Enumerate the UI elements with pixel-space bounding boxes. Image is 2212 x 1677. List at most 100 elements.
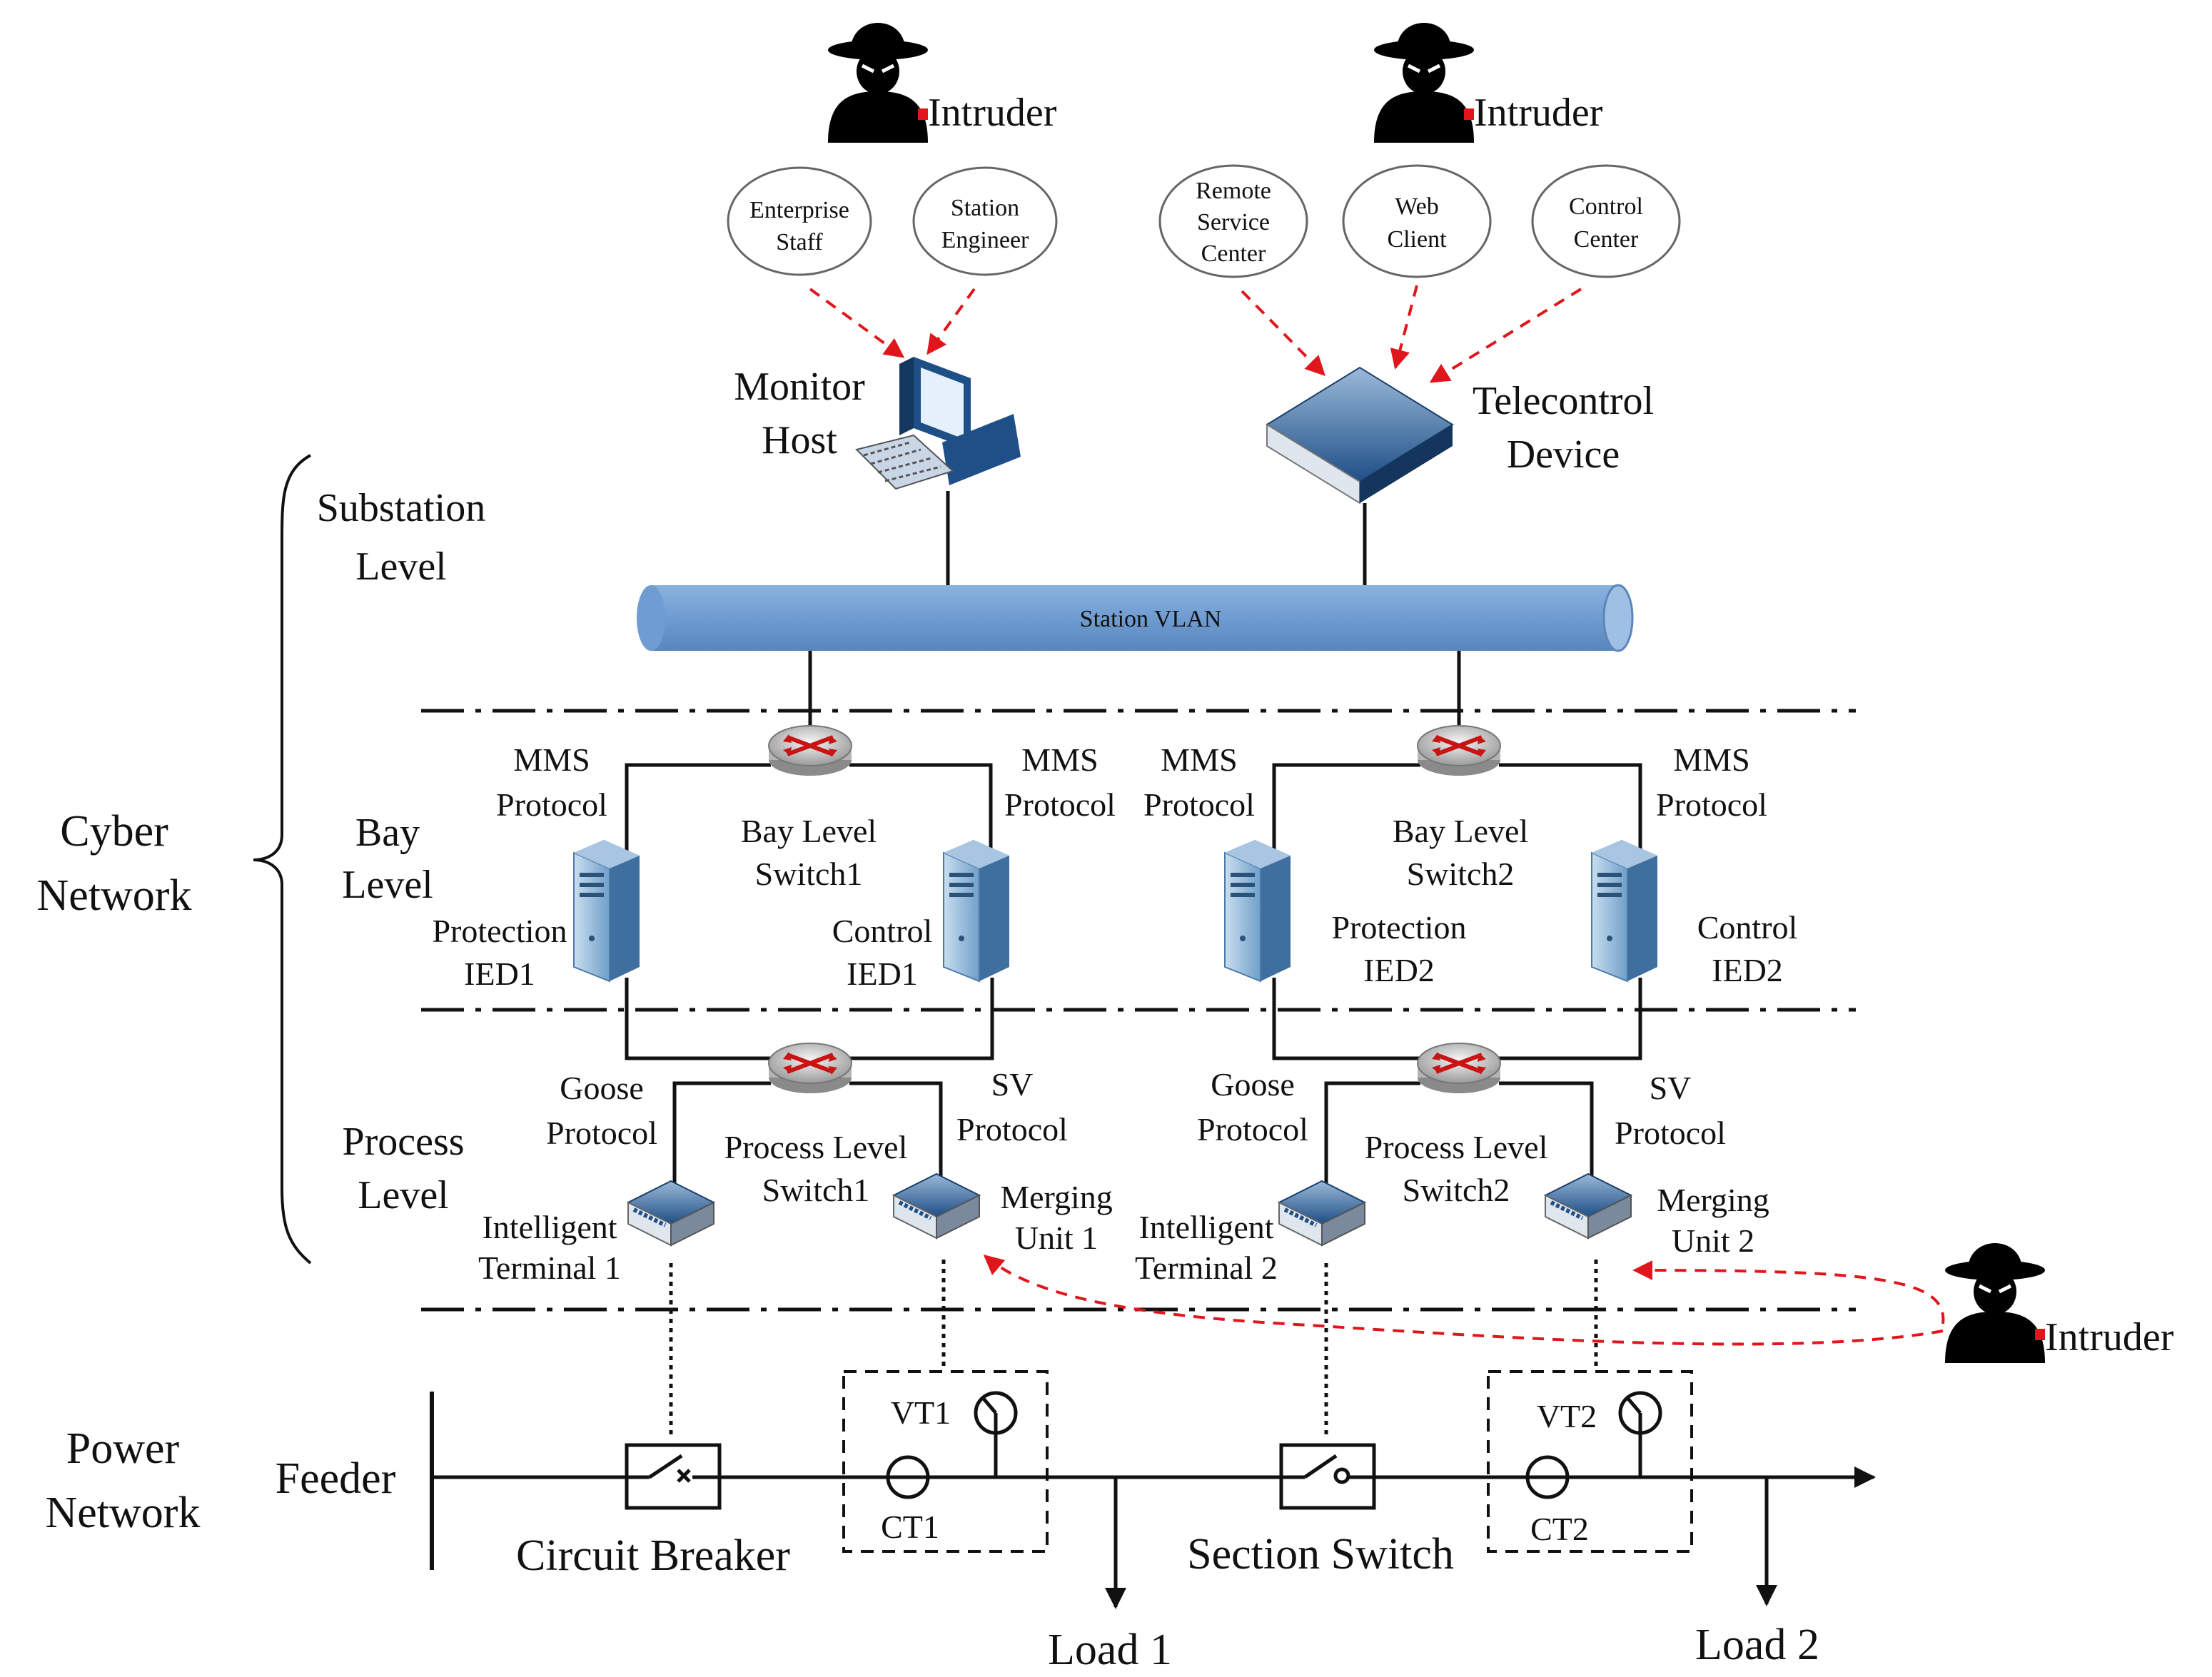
instrument-transformer-box-2 [1487,1370,1693,1553]
sv-label: Protocol [956,1111,1068,1147]
mms-label: MMS [1673,741,1749,778]
mms-label: MMS [1021,741,1098,778]
svg-text:Control: Control [1569,193,1643,220]
protection-ied2-label: IED2 [1363,952,1435,988]
intelligent-terminal2-icon [1279,1181,1365,1245]
svg-text:Enterprise: Enterprise [749,197,849,223]
svg-text:Client: Client [1387,226,1447,253]
merging-unit1-label: Merging [1000,1179,1113,1215]
intruder-label-top-right: Intruder [1474,91,1603,135]
control-ied2-label: Control [1697,909,1798,946]
mms-label: Protocol [1143,786,1255,823]
goose-label: Protocol [546,1115,657,1151]
intelligent-terminal1-label: Terminal 1 [478,1250,621,1286]
mms-label: MMS [513,741,590,778]
process-switch2-label: Switch2 [1403,1172,1510,1208]
control-ied1-label: Control [832,913,933,949]
intruder-icon [1945,1243,2045,1363]
section-switch-label: Section Switch [1187,1530,1454,1579]
bay-wiring [625,763,1642,1060]
mms-label: MMS [1161,741,1237,778]
monitor-host-label: Host [762,418,837,462]
telecontrol-device-icon [1266,366,1454,505]
intelligent-terminal1-icon [628,1181,714,1245]
source-enterprise-staff: Enterprise Staff [727,166,872,276]
protection-ied1-label: IED1 [464,956,535,992]
station-vlan-label: Station VLAN [1080,606,1222,632]
process-level-label: Process [342,1120,464,1164]
protection-ied2-label: Protection [1331,909,1466,946]
instrument-transformer-box-1 [842,1370,1049,1553]
bay-switch1-label: Bay Level [741,813,877,849]
svg-text:Staff: Staff [776,229,823,255]
intruder-icon [1374,23,1474,143]
section-switch-icon [1279,1443,1376,1510]
protection-ied1-label: Protection [432,913,567,949]
bay-switch2-label: Bay Level [1393,813,1528,849]
monitor-host-label: Monitor [734,365,865,409]
process-level-label: Level [358,1173,448,1217]
intelligent-terminal2-label: Intelligent [1138,1209,1273,1245]
process-switch1-label: Process Level [724,1129,908,1165]
merging-unit1-icon [894,1174,979,1238]
ct2-icon [1525,1455,1573,1499]
goose-label: Goose [560,1070,644,1106]
control-ied2-label: IED2 [1712,952,1783,988]
merging-unit2-icon [1545,1174,1631,1238]
merging-unit2-label: Merging [1657,1182,1769,1218]
feeder-label: Feeder [276,1454,396,1503]
intruder-icon [828,23,928,143]
goose-label: Protocol [1197,1111,1308,1147]
svg-text:Remote: Remote [1196,178,1271,204]
mms-label: Protocol [496,786,607,823]
monitor-host-icon [855,357,1021,490]
svg-text:Service: Service [1197,209,1270,235]
telecontrol-device-label: Telecontrol [1473,379,1654,423]
load2-label: Load 2 [1695,1621,1819,1669]
telecontrol-device-label: Device [1507,432,1620,477]
sv-label: SV [1650,1070,1692,1106]
control-ied2-icon [1591,839,1658,982]
sv-label: SV [991,1066,1034,1103]
power-network-label: Power [66,1424,180,1473]
process-switch2-label: Process Level [1365,1129,1548,1165]
ct1-label: CT1 [881,1509,939,1545]
mms-label: Protocol [1004,786,1116,823]
bay-switch2-icon [1418,726,1500,776]
source-remote-service-center: Remote Service Center [1158,164,1308,278]
load1-label: Load 1 [1048,1626,1172,1674]
sv-label: Protocol [1615,1115,1726,1151]
intruder-label-right: Intruder [2045,1315,2174,1359]
circuit-breaker-icon [625,1443,722,1510]
intelligent-terminal2-label: Terminal 2 [1135,1250,1278,1286]
bay-switch1-icon [769,726,852,776]
mms-label: Protocol [1656,786,1767,823]
cyber-network-label: Network [37,871,192,920]
process-switch2-icon [1418,1043,1500,1093]
vt1-icon [974,1391,1018,1477]
vt2-label: VT2 [1537,1398,1597,1434]
intruder-label-top-left: Intruder [928,91,1057,135]
intelligent-terminal1-label: Intelligent [482,1209,617,1245]
control-ied1-label: IED1 [847,956,918,992]
source-web-client: Web Client [1342,164,1492,278]
substation-level-label: Level [355,544,446,589]
process-switch1-icon [769,1043,852,1093]
ct1-icon [886,1455,934,1499]
svg-text:Center: Center [1574,226,1639,253]
svg-text:Station: Station [951,195,1019,221]
svg-text:Center: Center [1201,240,1266,267]
attack-arrows-right [983,1255,1945,1346]
bay-switch2-label: Switch2 [1407,856,1515,892]
attack-arrows-top [809,285,1582,383]
goose-label: Goose [1211,1066,1295,1103]
station-vlan [637,584,1634,652]
svg-text:Engineer: Engineer [941,227,1029,253]
merging-unit1-label: Unit 1 [1015,1220,1098,1256]
cyber-network-label: Cyber [60,807,168,856]
bay-switch1-label: Switch1 [755,856,863,892]
protection-ied1-icon [573,839,640,982]
ct2-label: CT2 [1530,1511,1589,1547]
vt1-label: VT1 [891,1394,951,1431]
